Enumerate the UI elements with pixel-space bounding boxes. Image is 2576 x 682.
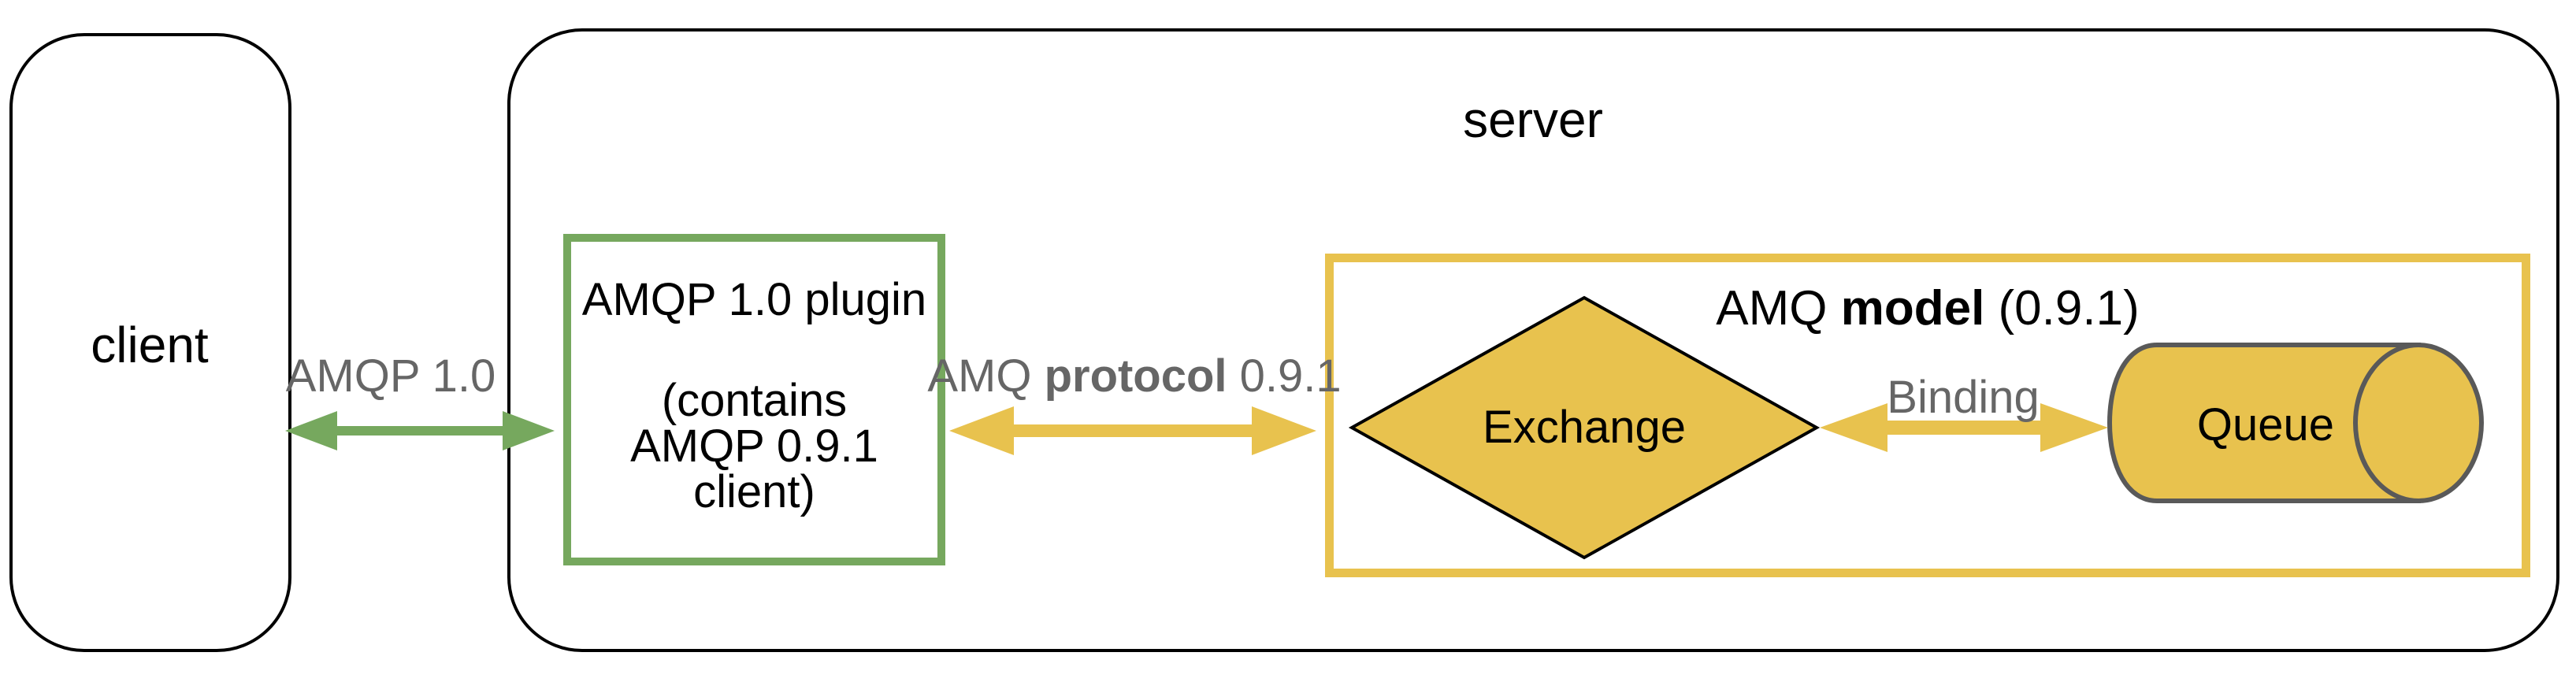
binding-arrow [1820,403,2108,452]
amqp10-link-label: AMQP 1.0 [285,350,496,402]
queue-cylinder-body [2106,343,2421,503]
amq-protocol-label-post: 0.9.1 [1227,350,1342,402]
amq-model-title: AMQ model (0.9.1) [1716,284,2139,333]
amqp10-arrow-shape [285,411,555,450]
plugin-sub-line1: (contains [661,375,848,426]
binding-arrow-shape [1820,403,2108,452]
client-box [9,33,291,652]
amqp10-plugin-text: AMQP 1.0 plugin (contains AMQP 0.9.1 cli… [565,277,944,515]
amqp10-arrow [285,411,555,450]
amq-model-title-bold: model [1840,281,1985,335]
exchange-diamond [1348,295,1821,560]
amq-protocol-arrow [949,406,1316,455]
amq-protocol-label: AMQ protocol 0.9.1 [927,354,1341,399]
amq-protocol-label-pre: AMQ [927,350,1045,402]
exchange-label: Exchange [1483,402,1686,453]
plugin-subtext: (contains AMQP 0.9.1 client) [565,378,944,515]
plugin-title: AMQP 1.0 plugin [581,274,927,325]
plugin-sub-line3: client) [693,466,815,517]
queue-label: Queue [2196,399,2335,450]
queue-cylinder-cap [2353,343,2484,503]
amqp10-plugin-box [563,234,945,565]
amq-model-title-post: (0.9.1) [1984,281,2140,335]
server-label: server [1463,91,1603,148]
amq-protocol-label-bold: protocol [1044,350,1227,402]
amq-protocol-arrow-shape [949,406,1316,455]
queue-cylinder [2106,343,2484,503]
plugin-sub-line2: AMQP 0.9.1 [630,421,878,472]
client-label: client [91,317,209,373]
amq-model-title-pre: AMQ [1716,281,1841,335]
exchange-diamond-shape [1348,295,1821,560]
binding-label: Binding [1887,372,2040,423]
